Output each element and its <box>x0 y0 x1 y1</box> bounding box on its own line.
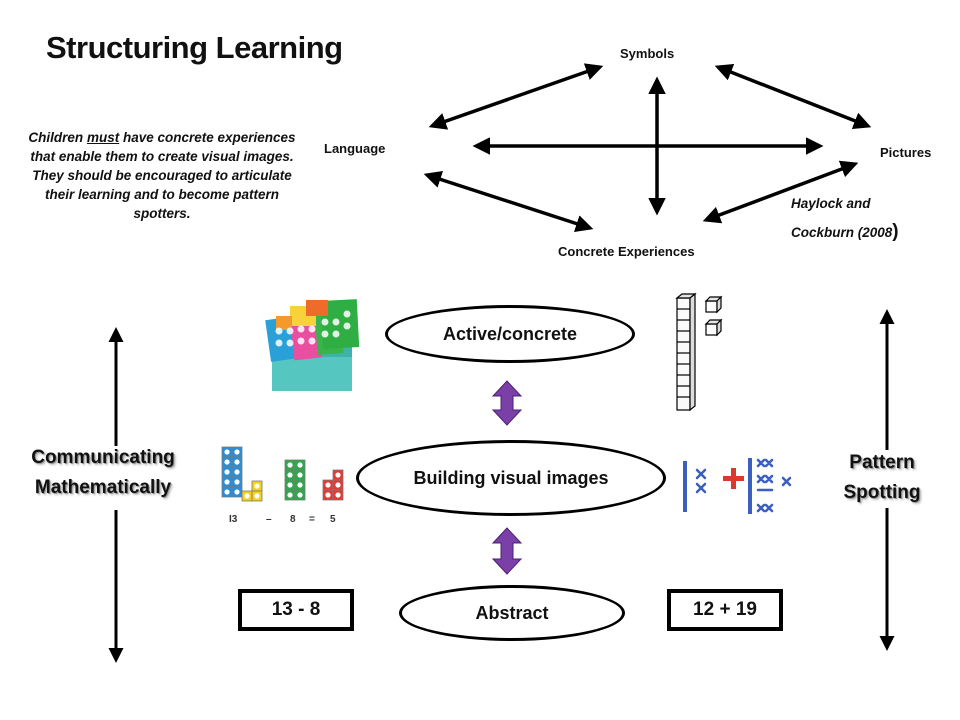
side-left-line-2: Mathematically <box>34 477 172 498</box>
node-concrete-experiences: Concrete Experiences <box>558 244 695 259</box>
example-subtraction: 13 - 8 <box>238 589 354 631</box>
label-thirteen: I3 <box>229 514 238 525</box>
quote-part-2: have concrete experiences that enable th… <box>30 130 296 221</box>
stage-abstract: Abstract <box>399 585 625 641</box>
purple-arrow-upper <box>491 380 523 426</box>
citation-close: ) <box>892 221 899 242</box>
side-label-communicating: Communicating Mathematically <box>0 443 206 503</box>
side-right-line-2: Spotting <box>843 482 921 503</box>
node-pictures: Pictures <box>880 145 932 160</box>
intro-quote: Children must have concrete experiences … <box>28 128 296 223</box>
dienes-blocks-image <box>675 292 723 412</box>
plus-sign <box>723 468 744 489</box>
place-value-addition-image <box>683 458 792 514</box>
side-right-line-1: Pattern <box>849 452 915 473</box>
stage-building-visual-images: Building visual images <box>356 440 666 516</box>
node-language: Language <box>324 141 386 156</box>
quote-part-1: Children <box>28 130 87 145</box>
quote-emphasis: must <box>86 130 120 145</box>
arrow-language-symbols <box>428 63 604 130</box>
citation-line-2: Cockburn (2008 <box>791 225 893 240</box>
stage-active-concrete: Active/concrete <box>385 305 635 363</box>
arrow-symbols-pictures <box>714 63 872 130</box>
label-minus: – <box>266 514 272 525</box>
purple-arrow-lower <box>491 527 523 575</box>
page-title: Structuring Learning <box>46 30 343 65</box>
numicon-three <box>241 480 263 502</box>
ten-rod <box>675 292 697 412</box>
label-five: 5 <box>330 514 336 525</box>
arrow-language-concrete <box>423 171 594 232</box>
arrow-concrete-pictures <box>702 160 859 224</box>
side-left-line-1: Communicating <box>31 447 175 468</box>
numicon-stack-image <box>265 299 360 391</box>
node-symbols: Symbols <box>620 46 675 61</box>
unit-cube-2 <box>704 318 723 337</box>
numicon-subtraction-image <box>221 446 344 502</box>
label-eight: 8 <box>290 514 296 525</box>
side-label-pattern-spotting: Pattern Spotting <box>818 448 946 508</box>
unit-cube-1 <box>704 295 723 314</box>
label-equals: = <box>309 514 315 525</box>
example-addition: 12 + 19 <box>667 589 783 631</box>
